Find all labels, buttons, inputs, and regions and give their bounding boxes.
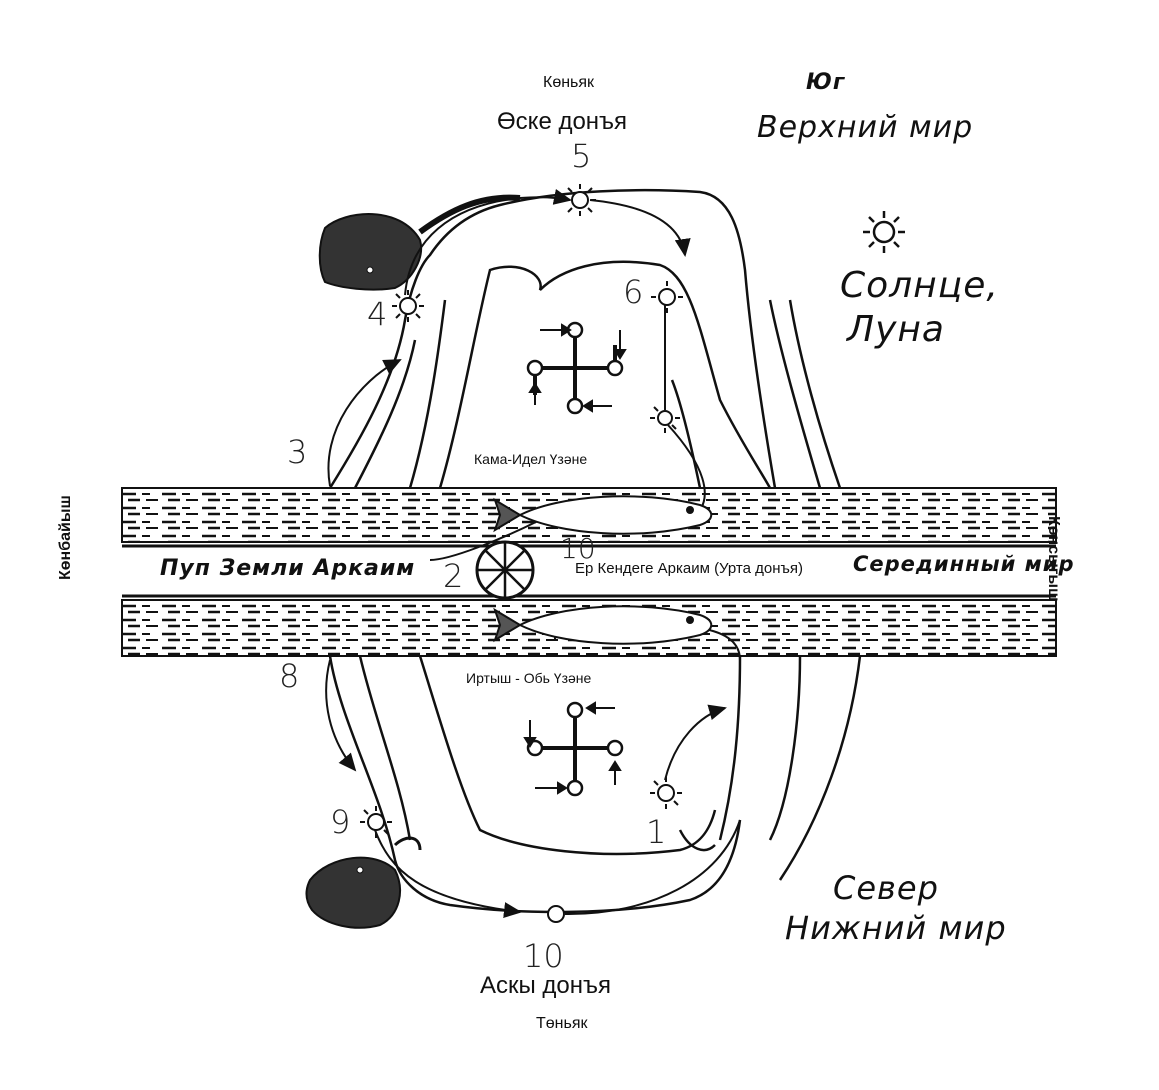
label-number-4: 4	[367, 295, 388, 333]
label-number-10-center: 10	[560, 532, 596, 565]
upper-river-label: Кама-Идел Үзәне	[474, 451, 588, 467]
upper-cross-arrows	[528, 323, 627, 413]
lower-cross-symbol	[526, 701, 624, 797]
upper-cross-symbol	[526, 321, 624, 415]
sun-icon-9	[360, 806, 392, 838]
label-number-10-bottom: 10	[523, 937, 564, 975]
lower-fish	[493, 605, 713, 645]
top-world-ru: Верхний мир	[757, 110, 974, 145]
top-direction-ru: Юг	[806, 70, 846, 95]
label-number-6: 6	[623, 273, 644, 311]
legend-moon: Луна	[847, 309, 945, 350]
sun-icon-legend	[863, 211, 905, 253]
top-direction-tatar: Көньяк	[543, 74, 595, 91]
middle-right-label: Серединный мир	[853, 552, 1075, 576]
middle-center-label: Ер Кендеге Аркаим (Урта донъя)	[575, 560, 804, 577]
legend-sun: Солнце,	[840, 265, 999, 306]
label-number-3: 3	[287, 433, 308, 471]
sun-icon-1	[650, 777, 682, 809]
label-number-5: 5	[571, 137, 592, 175]
label-number-1: 1	[646, 813, 667, 851]
lower-figure	[328, 655, 862, 914]
label-number-9: 9	[330, 803, 351, 841]
flow-arrows	[325, 189, 741, 919]
middle-left-label: Пуп Земли Аркаим	[160, 556, 416, 581]
upper-fish	[493, 495, 713, 535]
sun-icon-5	[564, 184, 596, 216]
sun-icon-7	[650, 403, 680, 433]
bottom-direction-tatar: Төньяк	[536, 1015, 588, 1032]
lower-head	[305, 836, 422, 929]
upper-head	[318, 194, 521, 291]
bottom-world-ru: Нижний мир	[785, 909, 1007, 947]
center-wheel	[475, 540, 535, 600]
lower-river-label: Иртыш - Обь Үзәне	[466, 670, 592, 686]
bottom-world-tatar: Аскы донъя	[480, 972, 612, 999]
sun-icon-4	[392, 290, 424, 322]
lower-cross-arrows	[523, 701, 622, 795]
top-world-tatar: Өске донъя	[497, 108, 628, 135]
sun-icon-6	[651, 281, 683, 313]
label-number-2: 2	[443, 557, 464, 595]
moon-circle-10	[547, 905, 565, 923]
bottom-direction-ru: Север	[833, 869, 939, 907]
side-left-label: Көнбайыш	[57, 495, 74, 580]
label-number-8: 8	[279, 657, 300, 695]
middle-band	[122, 544, 1056, 598]
side-right-label: Көнсыгыш	[1045, 516, 1062, 602]
